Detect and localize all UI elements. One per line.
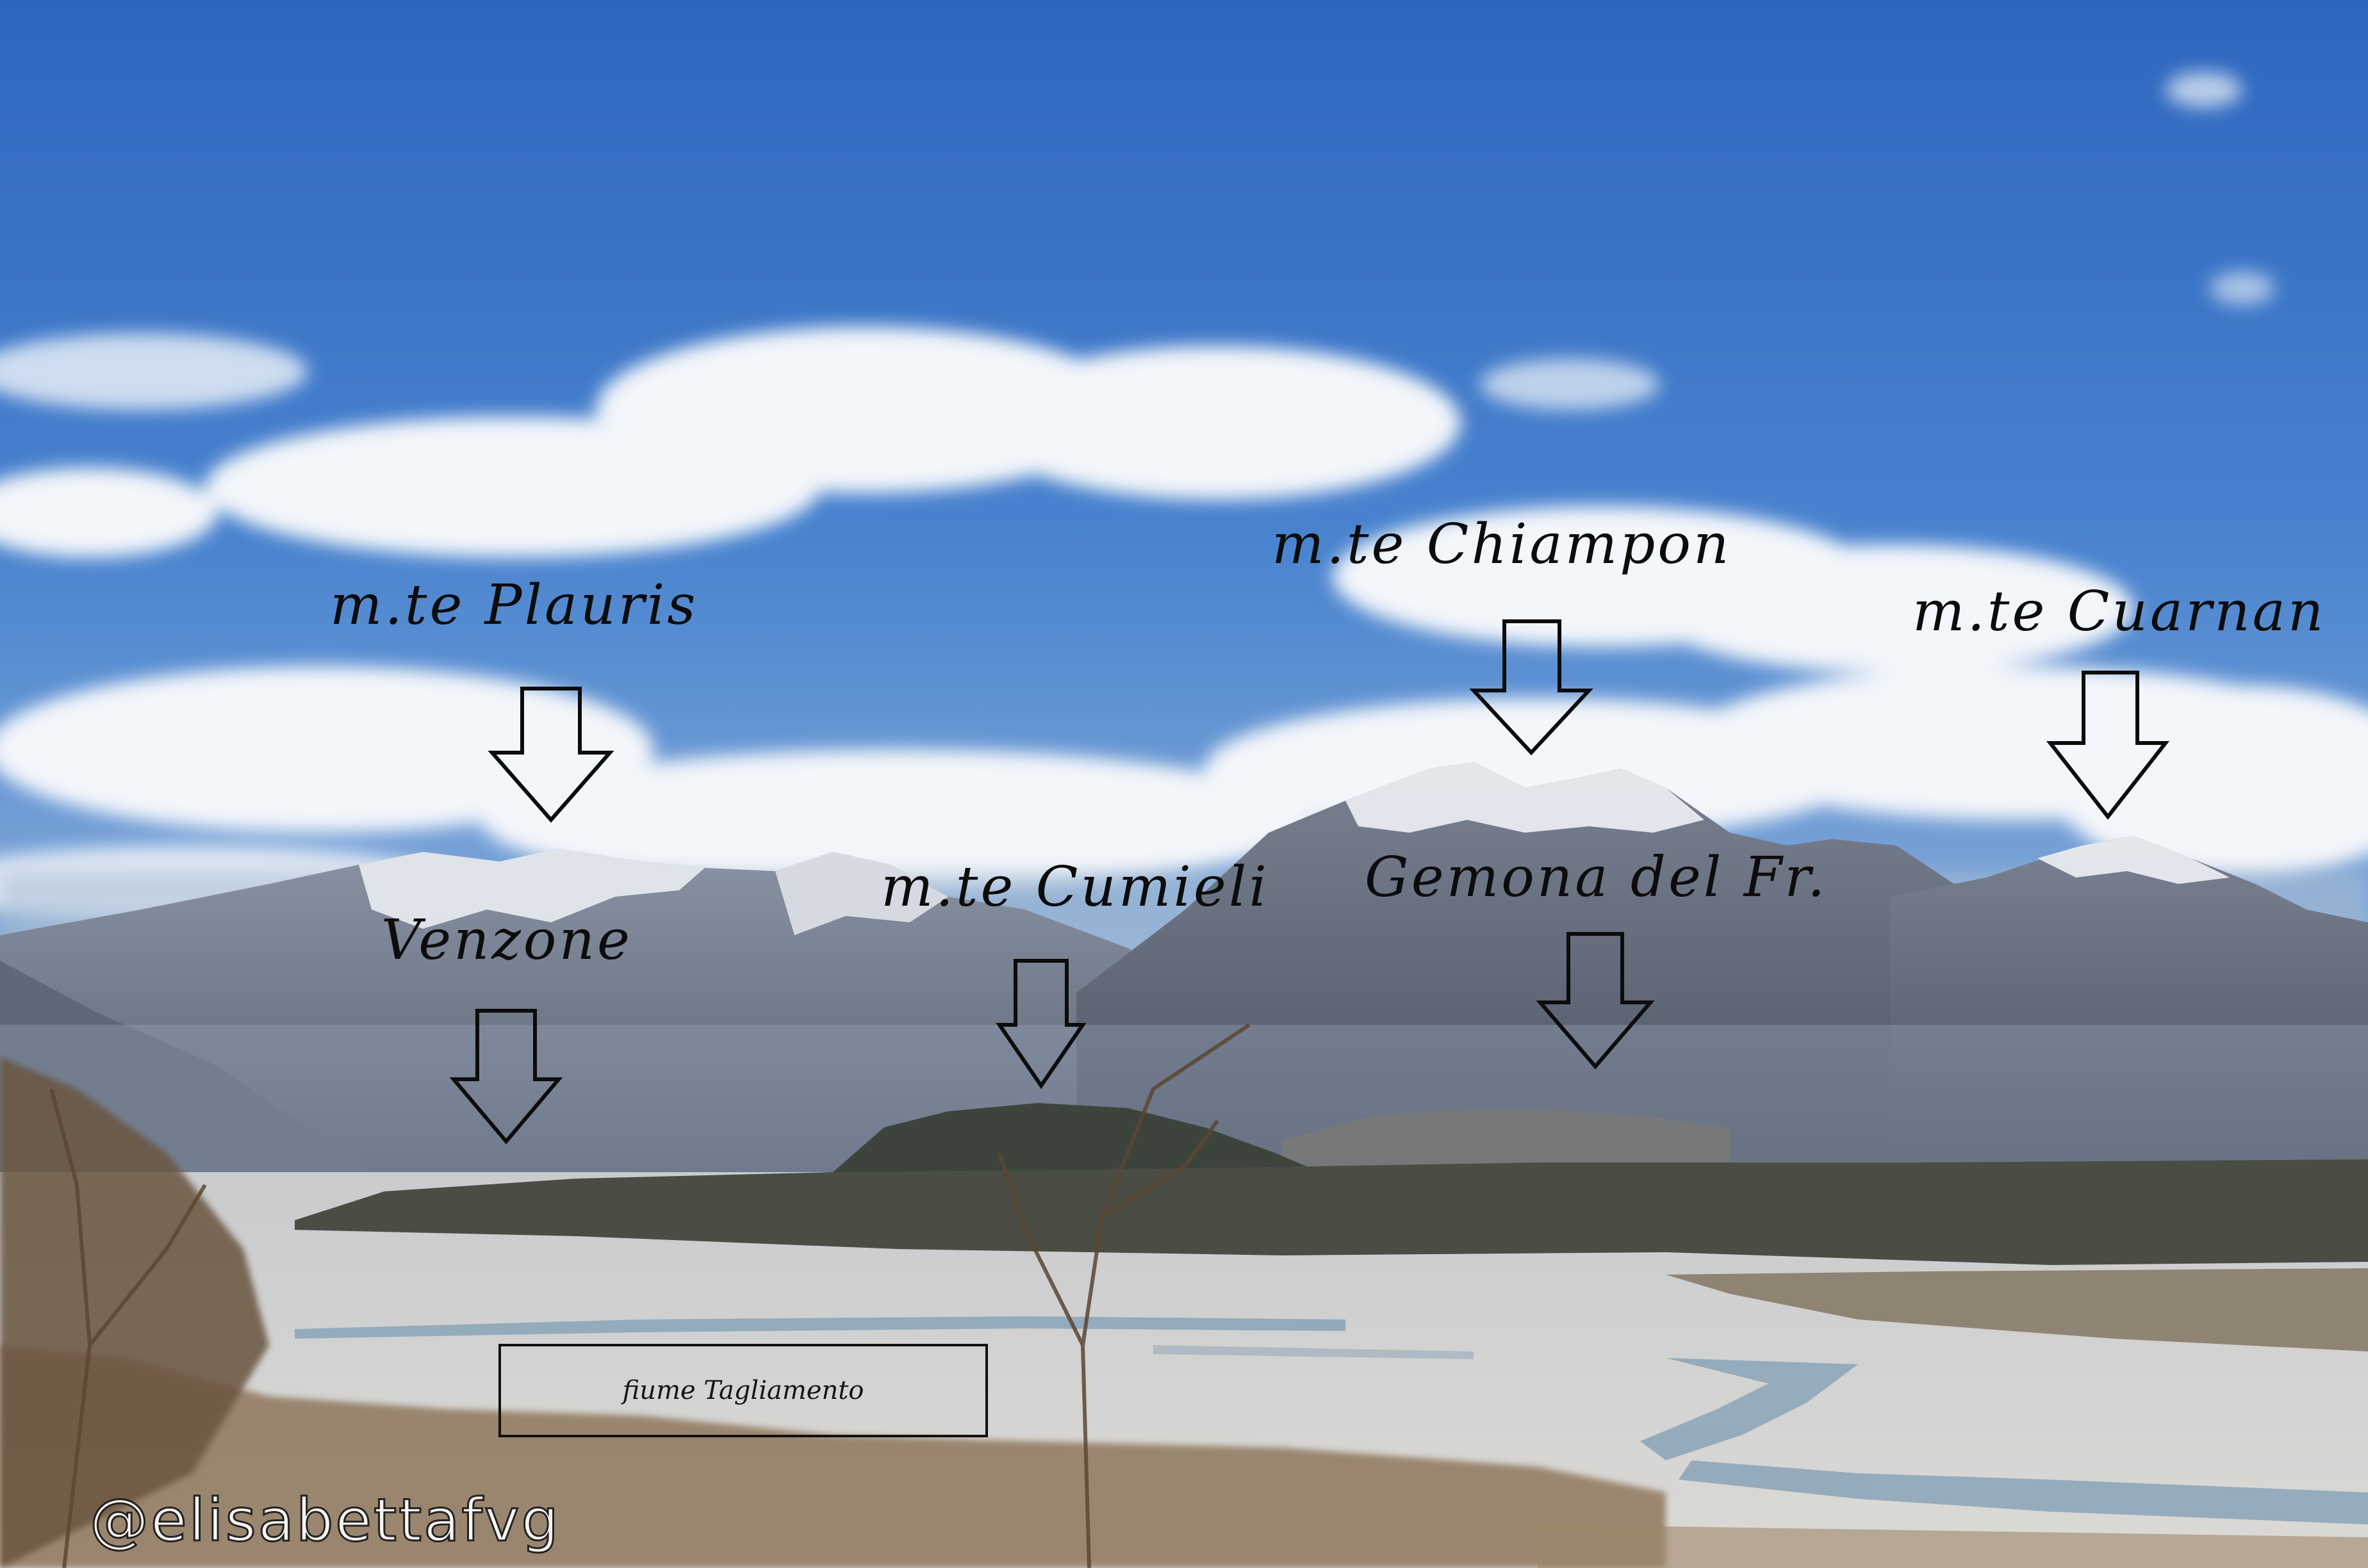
foreground-brush <box>0 1057 2368 1568</box>
annotation-arrows <box>449 619 2170 1145</box>
label-venzone: Venzone <box>381 908 632 972</box>
label-plauris: m.te Plauris <box>330 573 698 637</box>
clouds <box>0 72 2368 922</box>
water-channels <box>295 1316 2368 1524</box>
mountain-cuarnan <box>1890 836 2368 1172</box>
arrow-chiampon-icon <box>1469 619 1593 756</box>
arrow-venzone-icon <box>449 1009 563 1145</box>
arrow-gemona-icon <box>1536 932 1655 1070</box>
label-cuarnan: m.te Cuarnan <box>1912 580 2326 644</box>
arrow-plauris-icon <box>488 687 614 823</box>
watermark: @elisabettafvg <box>89 1485 561 1556</box>
label-cumieli: m.te Cumieli <box>881 855 1269 919</box>
river-label: fiume Tagliamento <box>622 1376 864 1405</box>
hill-cumieli <box>833 1103 1320 1172</box>
river-label-box: fiume Tagliamento <box>498 1344 988 1437</box>
mountain-plauris <box>0 849 1281 1172</box>
label-gemona: Gemona del Fr. <box>1365 845 1828 910</box>
forest <box>295 1159 2368 1265</box>
mountain-chiampon <box>1076 762 1954 1172</box>
arrow-cuarnan-icon <box>2046 671 2170 820</box>
arrow-cumieli-icon <box>996 959 1087 1090</box>
label-chiampon: m.te Chiampon <box>1272 512 1732 576</box>
